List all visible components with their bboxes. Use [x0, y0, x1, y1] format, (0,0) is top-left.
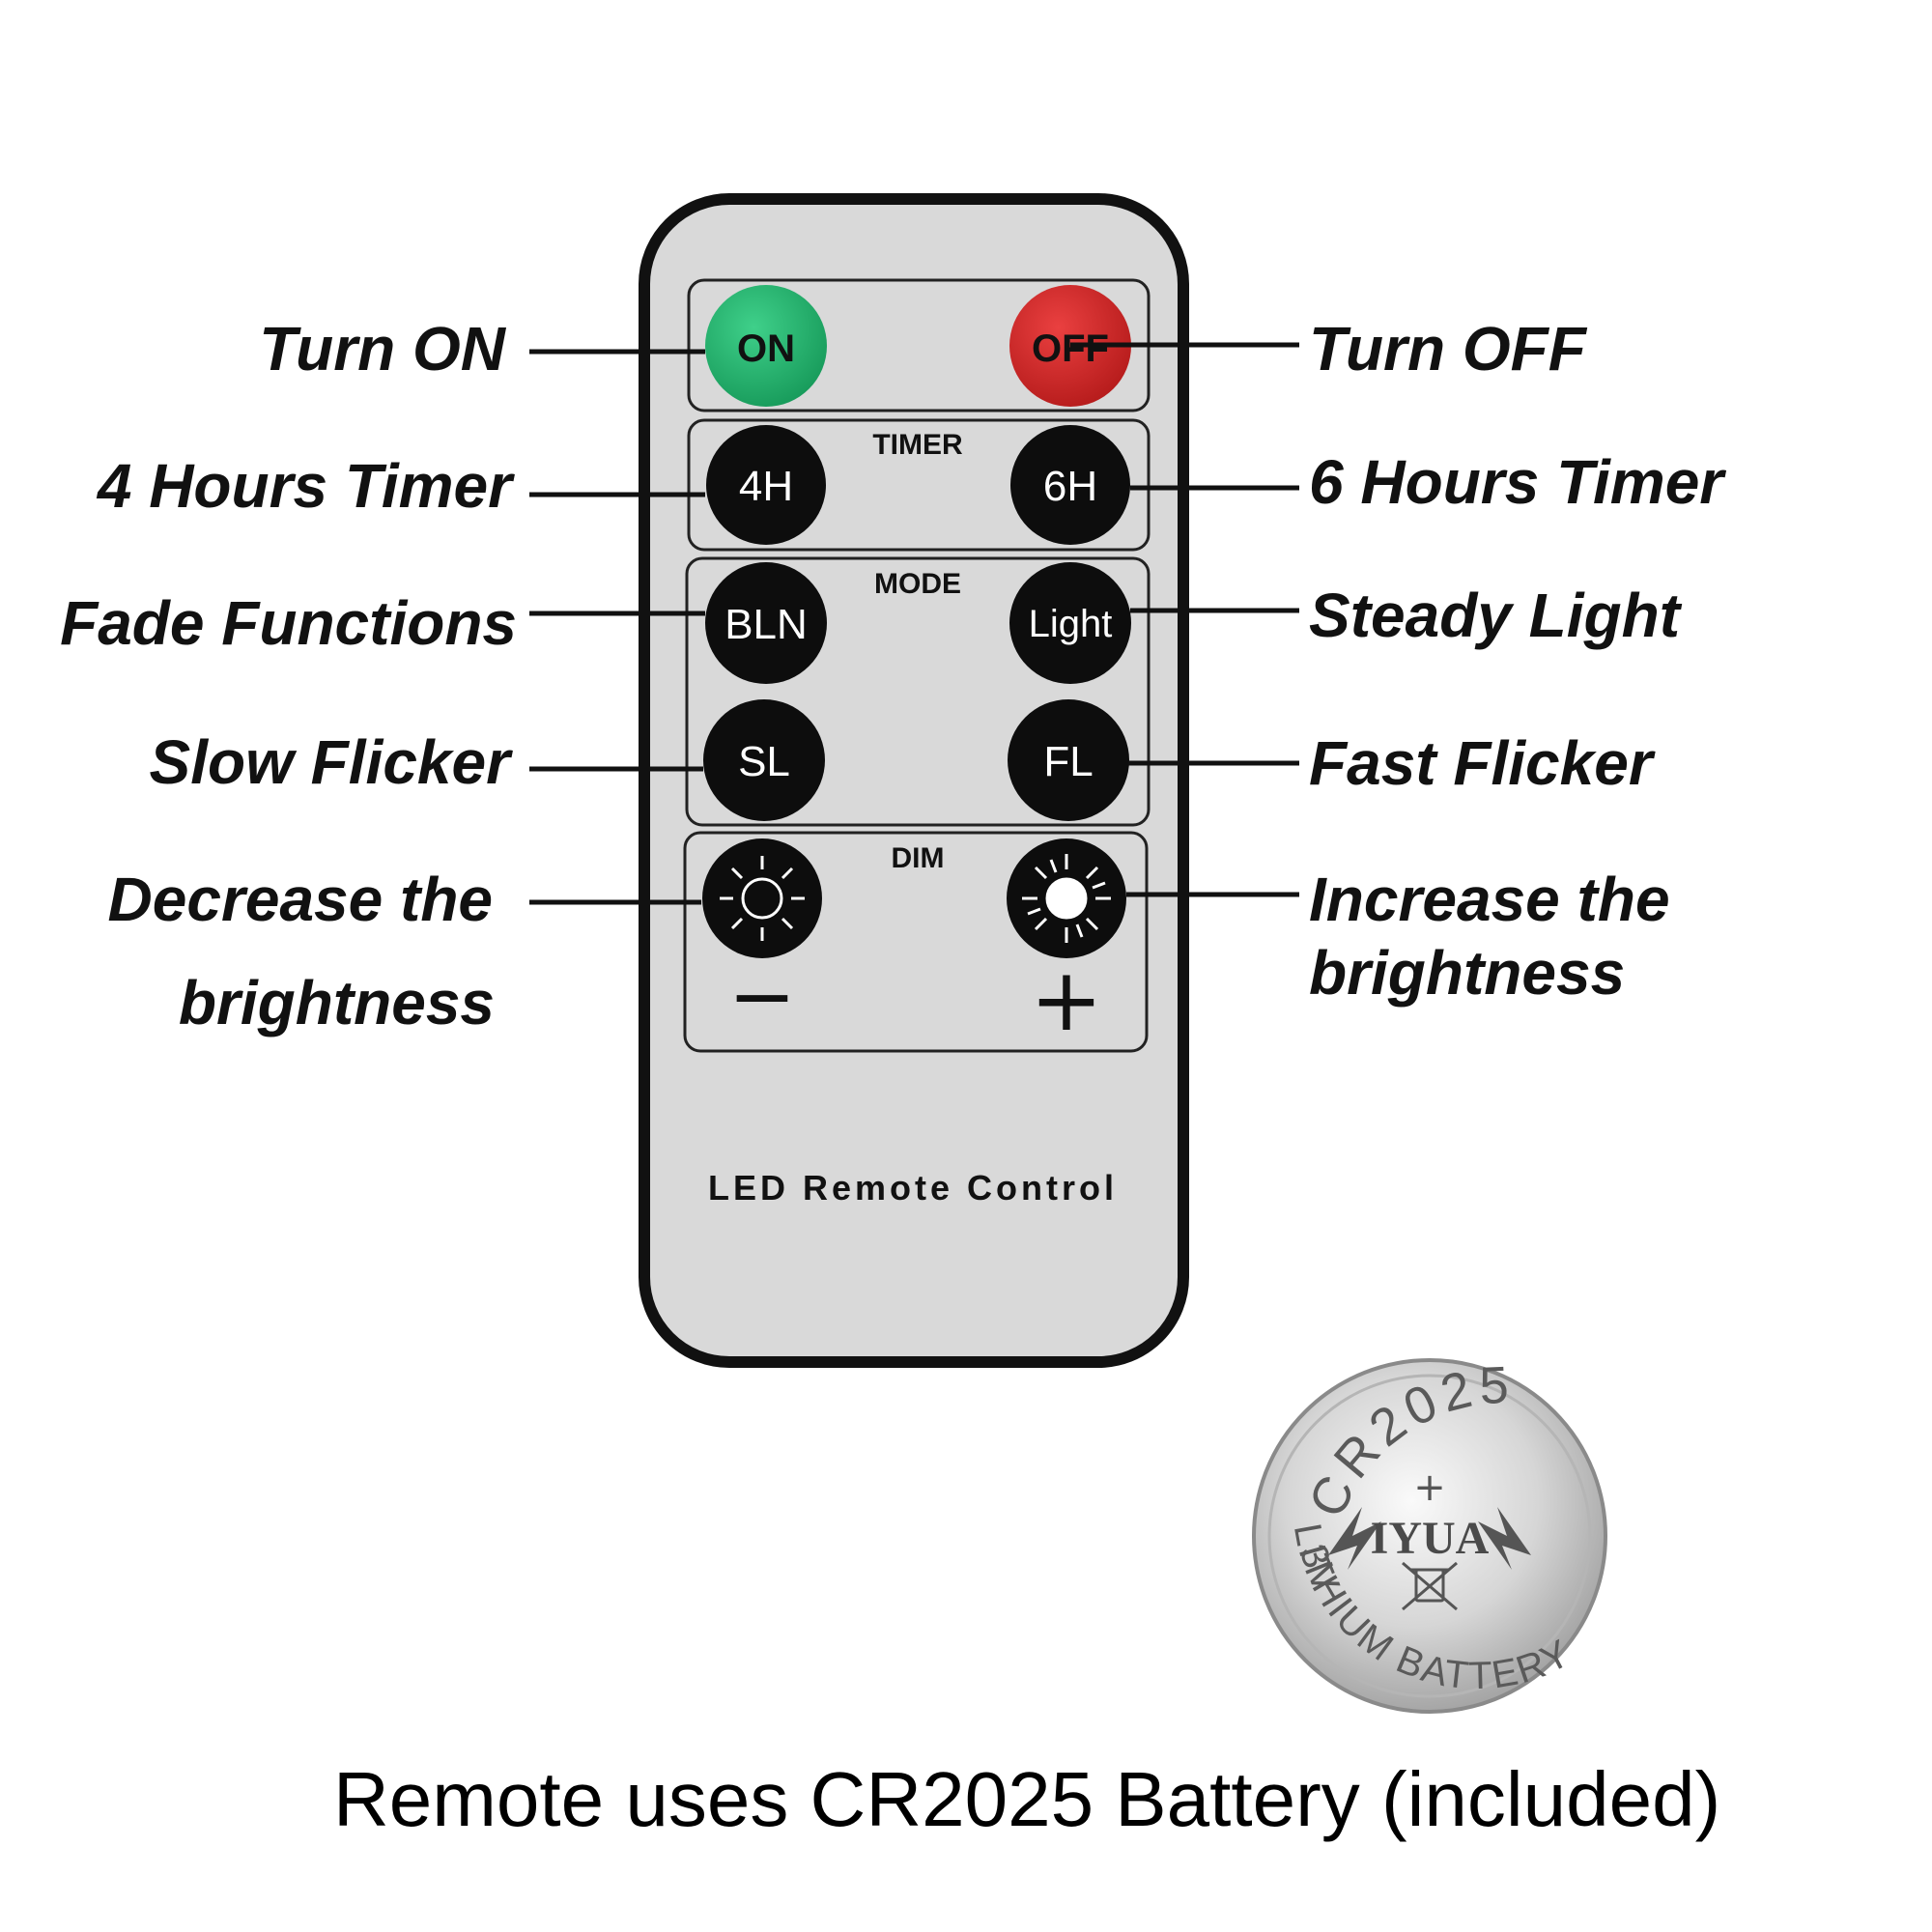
label-increase-line1: Increase the: [1309, 865, 1670, 934]
mode-panel: [685, 556, 1151, 827]
timer-4h-label: 4H: [739, 463, 793, 510]
sl-button[interactable]: [703, 699, 825, 821]
sl-button-label: SL: [738, 738, 790, 785]
crossed-bin-icon: [1402, 1561, 1458, 1611]
timer-group-title: TIMER: [872, 429, 963, 461]
minus-symbol: −: [728, 949, 796, 1043]
left-labels: Turn ON 4 Hours Timer Fade Functions Slo…: [60, 314, 517, 1037]
label-decrease-line2: brightness: [179, 968, 495, 1037]
label-6-hours-timer: 6 Hours Timer: [1309, 447, 1726, 517]
label-turn-on: Turn ON: [259, 314, 507, 384]
label-fast-flicker: Fast Flicker: [1309, 728, 1656, 798]
right-labels: Turn OFF 6 Hours Timer Steady Light Fast…: [1309, 314, 1726, 1008]
dim-group-title: DIM: [892, 842, 945, 874]
label-increase-line2: brightness: [1309, 938, 1625, 1008]
leader-lines: [529, 342, 1299, 905]
battery-brand: IYUA: [1371, 1513, 1490, 1564]
label-steady-light: Steady Light: [1309, 581, 1683, 650]
mode-group-title: MODE: [874, 568, 961, 600]
remote-control: ON OFF TIMER 4H 6H MODE BLN Light SL FL …: [639, 193, 1189, 1368]
off-button-label: OFF: [1032, 327, 1109, 370]
cr2025-battery: CR2025 + IYUA 3V LITHIUM BATTERY: [1252, 1355, 1607, 1714]
timer-panel: [687, 418, 1151, 552]
lightning-bolt-icon: [1328, 1507, 1531, 1570]
battery-rim: [1267, 1374, 1592, 1698]
label-decrease-line1: Decrease the: [108, 865, 493, 934]
bln-button[interactable]: [705, 562, 827, 684]
label-fade-functions: Fade Functions: [60, 588, 517, 658]
on-button-label: ON: [737, 327, 795, 370]
timer-6h-label: 6H: [1043, 463, 1097, 510]
caption: Remote uses CR2025 Battery (included): [333, 1756, 1720, 1842]
sun-bright-icon: [1022, 854, 1111, 943]
timer-4h-button[interactable]: [706, 425, 826, 545]
fl-button[interactable]: [1008, 699, 1129, 821]
battery-coin: [1252, 1358, 1607, 1714]
light-button[interactable]: [1009, 562, 1131, 684]
label-4-hours-timer: 4 Hours Timer: [96, 451, 515, 521]
bln-button-label: BLN: [724, 601, 808, 648]
dim-down-button[interactable]: [702, 838, 822, 958]
on-button[interactable]: [705, 285, 827, 407]
fl-button-label: FL: [1043, 738, 1093, 785]
sun-dim-icon: [720, 856, 805, 941]
label-slow-flicker: Slow Flicker: [150, 727, 514, 797]
dim-panel: [683, 831, 1149, 1053]
dim-up-button[interactable]: [1007, 838, 1126, 958]
battery-plus: +: [1413, 1465, 1446, 1510]
plus-symbol: +: [1030, 950, 1102, 1051]
label-turn-off: Turn OFF: [1309, 314, 1588, 384]
light-button-label: Light: [1029, 603, 1113, 645]
timer-6h-button[interactable]: [1010, 425, 1130, 545]
remote-brand-text: LED Remote Control: [708, 1168, 1118, 1208]
